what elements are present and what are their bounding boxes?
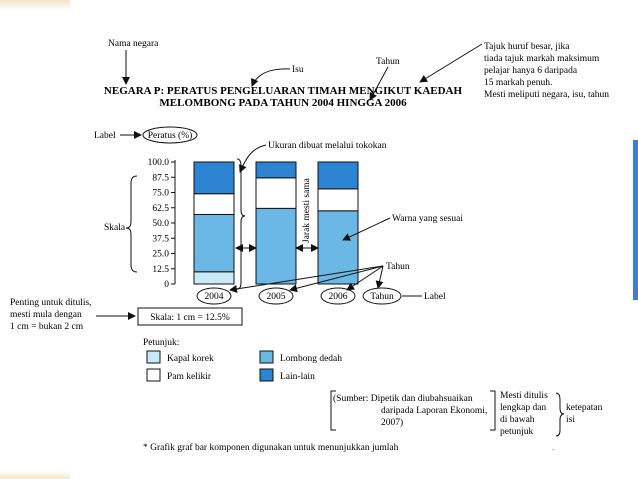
footnote: * Grafik graf bar komponen digunakan unt…: [143, 442, 399, 453]
slide-corner-decoration-bottom: [0, 471, 70, 479]
slide-corner-decoration: [0, 0, 70, 10]
annotation-tajuk-note: Tajuk huruf besar, jika tiada tajuk mark…: [484, 41, 609, 100]
ketepatan-line: ketepatan: [566, 403, 603, 413]
x-tick-label: 2004: [205, 292, 224, 302]
tajuk-note-line: pelajar hanya 6 daripada: [484, 66, 578, 76]
arrow-ukuran: [239, 144, 267, 173]
arrow-warna: [342, 217, 391, 241]
annotation-warna: Warna yang sesuai: [392, 214, 463, 224]
x-tick-label: 2006: [329, 292, 348, 302]
ukuran-brace: [236, 158, 246, 290]
annotation-jarak: Jarak mesti sama: [302, 177, 312, 243]
y-tick-label: 87.5: [152, 173, 169, 183]
arrow-tahun-right-3: [346, 265, 384, 291]
annotation-ketepatan: ketepatan isi: [566, 403, 603, 425]
x-tick-circle: [258, 287, 294, 305]
tajuk-note-line: 15 markah penuh.: [484, 78, 552, 88]
annotation-isu: Isu: [292, 65, 304, 75]
source-bracket-left: [330, 390, 336, 431]
bar-segment: [317, 161, 359, 190]
x-tick-circle: [196, 287, 232, 305]
bar-segment: [193, 161, 235, 195]
plot-area: 0 12.5 25.0 37.5 50.0 62.5 75.0 87.5 100.0 2004 20…: [148, 158, 359, 305]
mesti-line: petunjuk: [500, 427, 533, 437]
bar-segment: [193, 213, 235, 273]
arrow-isu: [251, 68, 291, 87]
annotation-penting: Penting untuk ditulis, mesti mula dengan…: [10, 298, 92, 332]
legend-swatch: [146, 350, 161, 364]
annotation-skala: Skala: [104, 223, 126, 233]
source-text: (Sumber: Dipetik dan diubahsuaikan darip…: [333, 393, 487, 428]
legend-title: Petunjuk:: [143, 338, 179, 348]
tajuk-note-line: tiada tajuk markah maksimum: [484, 54, 600, 64]
skala-brace: [125, 175, 138, 273]
penting-line: Penting untuk ditulis,: [10, 298, 92, 308]
bar-segment: [193, 271, 235, 285]
annotation-ukuran: Ukuran dibuat melalui tokokan: [268, 141, 387, 151]
legend-swatch: [146, 368, 161, 382]
ylabel-circle: [142, 126, 198, 144]
y-axis-label: Peratus (%): [148, 130, 193, 141]
annotation-label-left: Label: [94, 131, 116, 141]
source-line: daripada Laporan Ekonomi,: [381, 406, 487, 416]
tajuk-note-line: Mesti meliputi negara, isu, tahun: [484, 90, 609, 100]
scale-box: [137, 307, 243, 326]
annotation-mesti-ditulis: Mesti ditulis lengkap dan di bawah petun…: [500, 391, 548, 437]
y-tick-label: 25.0: [152, 250, 169, 260]
y-tick-label: 12.5: [152, 265, 169, 275]
x-axis-label: Tahun: [370, 292, 394, 302]
scale-text: Skala: 1 cm = 12.5%: [150, 313, 230, 323]
y-tick-label: 75.0: [152, 189, 169, 199]
arrow-tahun-right-1: [229, 265, 384, 293]
xlabel-circle: [362, 287, 402, 305]
source-line: (Sumber: Dipetik dan diubahsuaikan: [333, 393, 473, 404]
annotation-label-right: Label: [424, 292, 446, 302]
x-tick-circle: [320, 287, 356, 305]
mesti-line: di bawah: [500, 415, 535, 425]
ketepatan-line: isi: [566, 415, 575, 425]
y-tick-label: 37.5: [152, 234, 169, 244]
penting-line: mesti mula dengan: [10, 310, 82, 320]
tajuk-note-line: Tajuk huruf besar, jika: [484, 41, 570, 52]
arrow-tajuk-note: [419, 43, 483, 83]
arrow-tahun-right-2: [289, 265, 384, 293]
chart-title-line-1: NEGARA P: PERATUS PENGELUARAN TIMAH MENG…: [104, 85, 463, 97]
y-tick-label: 50.0: [152, 219, 169, 229]
source-bracket-right: [490, 390, 496, 431]
penting-line: 1 cm = bukan 2 cm: [10, 322, 84, 332]
stray-mark: -: [552, 445, 555, 454]
legend-label: Lain-lain: [280, 372, 315, 382]
bar-segment: [317, 188, 359, 212]
source-line: 2007): [381, 417, 403, 428]
annotation-tahun-right: Tahun: [386, 262, 410, 272]
mesti-line: lengkap dan: [500, 403, 546, 413]
y-tick-label: 0: [164, 280, 169, 290]
legend-swatch: [259, 350, 274, 364]
annotation-nama-negara: Nama negara: [108, 39, 159, 49]
bar-segment: [255, 177, 297, 209]
bar-segment: [193, 193, 235, 215]
bar-segment: [255, 207, 297, 285]
arrow-tahun-right-4: [375, 265, 384, 289]
annotation-tahun-top: Tahun: [376, 57, 400, 67]
legend-label: Kapal korek: [167, 354, 214, 364]
bar-segment: [255, 161, 297, 179]
arrow-tahun-top: [369, 66, 389, 101]
ketepatan-brace: [555, 392, 565, 437]
legend-swatch: [259, 368, 274, 382]
mesti-line: Mesti ditulis: [500, 391, 548, 401]
slide-edge-bar: [633, 140, 638, 300]
x-tick-label: 2005: [267, 292, 286, 302]
chart-title-line-2: MELOMBONG PADA TAHUN 2004 HINGGA 2006: [159, 97, 407, 109]
legend-label: Pam kelikir: [167, 372, 212, 382]
y-tick-label: 62.5: [152, 204, 169, 214]
y-tick-label: 100.0: [148, 158, 170, 168]
legend-label: Lombong dedah: [280, 354, 342, 364]
